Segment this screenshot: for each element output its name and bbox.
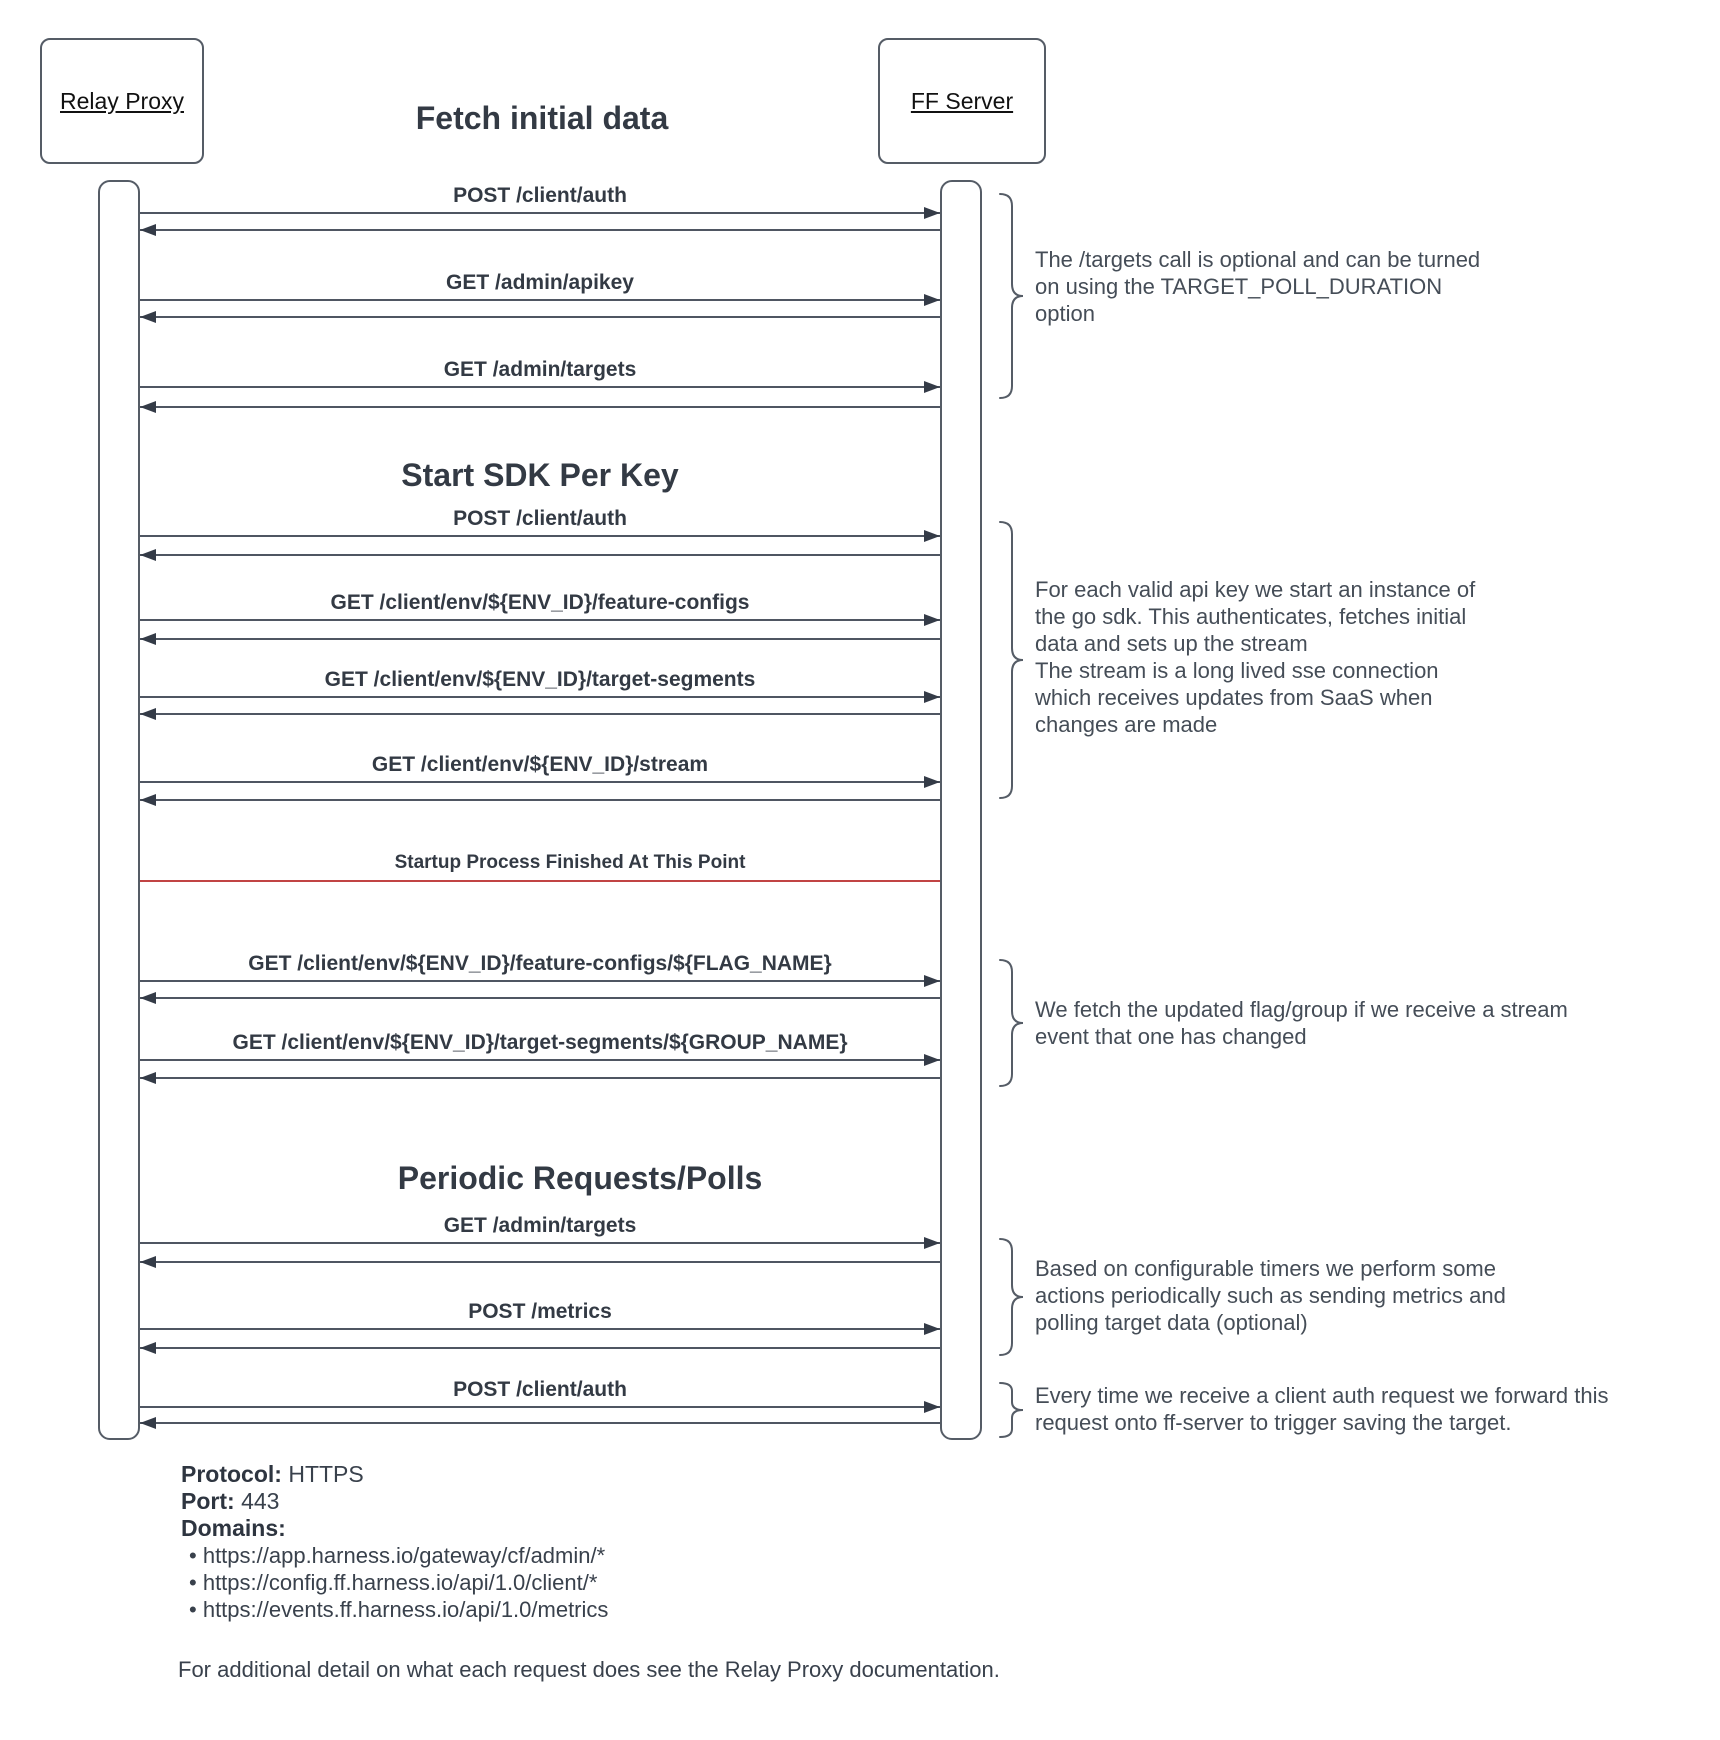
annotation-brace bbox=[999, 193, 1024, 399]
diagram-title: Fetch initial data bbox=[415, 100, 669, 136]
protocol-label: Protocol: bbox=[181, 1461, 282, 1487]
protocol-row: Protocol: HTTPS bbox=[181, 1461, 364, 1488]
arrowhead-left-icon bbox=[140, 992, 156, 1004]
arrowhead-right-icon bbox=[924, 614, 940, 626]
arrowhead-right-icon bbox=[924, 1323, 940, 1335]
request-arrow bbox=[140, 1401, 940, 1413]
relay-proxy-actor-box: Relay Proxy bbox=[40, 38, 204, 164]
section-heading-start-sdk: Start SDK Per Key bbox=[401, 457, 679, 493]
response-arrow bbox=[140, 549, 940, 561]
message-label: POST /client/auth bbox=[453, 507, 627, 530]
domains-label: Domains: bbox=[181, 1515, 286, 1541]
message-label: POST /metrics bbox=[468, 1300, 612, 1323]
response-arrow bbox=[140, 311, 940, 323]
response-arrow bbox=[140, 1342, 940, 1354]
port-row: Port: 443 bbox=[181, 1488, 279, 1515]
request-arrow bbox=[140, 1323, 940, 1335]
arrowhead-left-icon bbox=[140, 1256, 156, 1268]
message-label: GET /client/env/${ENV_ID}/feature-config… bbox=[248, 952, 832, 975]
arrowhead-left-icon bbox=[140, 224, 156, 236]
relay-proxy-lifeline-bar bbox=[98, 180, 140, 1440]
annotation-brace bbox=[999, 959, 1024, 1087]
arrowhead-left-icon bbox=[140, 549, 156, 561]
annotation-text-targets-optional: The /targets call is optional and can be… bbox=[1035, 247, 1481, 326]
arrowhead-right-icon bbox=[924, 381, 940, 393]
domain-item: https://events.ff.harness.io/api/1.0/met… bbox=[189, 1596, 609, 1623]
request-arrow bbox=[140, 776, 940, 788]
arrowhead-right-icon bbox=[924, 1237, 940, 1249]
annotation-brace bbox=[999, 1382, 1024, 1438]
message-label: GET /client/env/${ENV_ID}/target-segment… bbox=[324, 668, 756, 691]
response-arrow bbox=[140, 633, 940, 645]
arrowhead-right-icon bbox=[924, 1054, 940, 1066]
ff-server-actor-box: FF Server bbox=[878, 38, 1046, 164]
arrowhead-right-icon bbox=[924, 975, 940, 987]
response-arrow bbox=[140, 1256, 940, 1268]
arrowhead-left-icon bbox=[140, 794, 156, 806]
message-label: GET /admin/apikey bbox=[446, 271, 634, 294]
annotation-text-timers: Based on configurable timers we perform … bbox=[1035, 1256, 1506, 1335]
message-label: GET /client/env/${ENV_ID}/stream bbox=[371, 753, 709, 776]
ff-server-actor-label: FF Server bbox=[910, 87, 1014, 114]
domains-heading: Domains: bbox=[181, 1515, 286, 1542]
arrowhead-left-icon bbox=[140, 401, 156, 413]
startup-separator-label: Startup Process Finished At This Point bbox=[394, 852, 746, 873]
protocol-value: HTTPS bbox=[288, 1461, 364, 1487]
response-arrow bbox=[140, 992, 940, 1004]
response-arrow bbox=[140, 794, 940, 806]
arrowhead-left-icon bbox=[140, 708, 156, 720]
domain-item: https://app.harness.io/gateway/cf/admin/… bbox=[189, 1542, 605, 1569]
relay-proxy-actor-label: Relay Proxy bbox=[60, 87, 184, 114]
arrowhead-left-icon bbox=[140, 1417, 156, 1429]
message-label: GET /client/env/${ENV_ID}/feature-config… bbox=[330, 591, 750, 614]
request-arrow bbox=[140, 614, 940, 626]
request-arrow bbox=[140, 294, 940, 306]
annotation-text-stream-event: We fetch the updated flag/group if we re… bbox=[1035, 997, 1568, 1049]
response-arrow bbox=[140, 1072, 940, 1084]
request-arrow bbox=[140, 207, 940, 219]
annotation-text-client-auth: Every time we receive a client auth requ… bbox=[1035, 1383, 1609, 1435]
arrowhead-left-icon bbox=[140, 311, 156, 323]
message-label: POST /client/auth bbox=[453, 184, 627, 207]
request-arrow bbox=[140, 381, 940, 393]
request-arrow bbox=[140, 975, 940, 987]
port-label: Port: bbox=[181, 1488, 235, 1514]
annotation-text-sdk-per-key: For each valid api key we start an insta… bbox=[1035, 577, 1476, 737]
message-label: GET /admin/targets bbox=[443, 358, 637, 381]
request-arrow bbox=[140, 691, 940, 703]
annotation-brace bbox=[999, 521, 1024, 799]
arrowhead-right-icon bbox=[924, 691, 940, 703]
request-arrow bbox=[140, 1237, 940, 1249]
response-arrow bbox=[140, 401, 940, 413]
response-arrow bbox=[140, 224, 940, 236]
arrowhead-left-icon bbox=[140, 1072, 156, 1084]
port-value: 443 bbox=[241, 1488, 280, 1514]
arrowhead-right-icon bbox=[924, 207, 940, 219]
section-heading-periodic: Periodic Requests/Polls bbox=[397, 1160, 763, 1196]
domain-item: https://config.ff.harness.io/api/1.0/cli… bbox=[189, 1569, 598, 1596]
startup-separator-line bbox=[140, 880, 940, 882]
response-arrow bbox=[140, 1417, 940, 1429]
arrowhead-right-icon bbox=[924, 776, 940, 788]
arrowhead-right-icon bbox=[924, 294, 940, 306]
ff-server-lifeline-bar bbox=[940, 180, 982, 1440]
request-arrow bbox=[140, 530, 940, 542]
arrowhead-left-icon bbox=[140, 633, 156, 645]
annotation-brace bbox=[999, 1238, 1024, 1356]
arrowhead-right-icon bbox=[924, 530, 940, 542]
arrowhead-left-icon bbox=[140, 1342, 156, 1354]
message-label: POST /client/auth bbox=[453, 1378, 627, 1401]
footer-note: For additional detail on what each reque… bbox=[178, 1657, 1000, 1682]
message-label: GET /client/env/${ENV_ID}/target-segment… bbox=[232, 1031, 848, 1054]
request-arrow bbox=[140, 1054, 940, 1066]
message-label: GET /admin/targets bbox=[443, 1214, 637, 1237]
arrowhead-right-icon bbox=[924, 1401, 940, 1413]
response-arrow bbox=[140, 708, 940, 720]
